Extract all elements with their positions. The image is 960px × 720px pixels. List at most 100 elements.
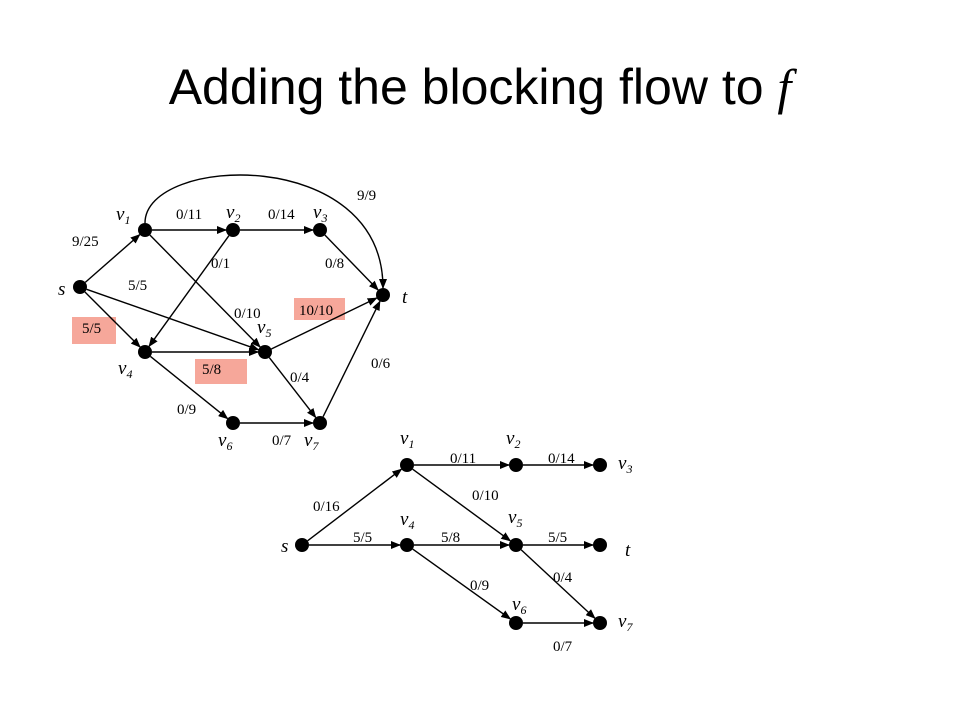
- g1-node-label-sub-v7: 7: [312, 439, 319, 453]
- g1-node-s: [73, 280, 87, 294]
- g1-edge-s-v1: [84, 233, 141, 283]
- g2-node-label-base-t: t: [625, 540, 631, 561]
- g1-node-label-v1: v1: [116, 204, 130, 227]
- g2-edge-label-v6-v7: 0/7: [553, 639, 573, 655]
- g2-node-label-base-v3: v: [618, 453, 627, 474]
- g1-node-label-base-v5: v: [257, 317, 266, 338]
- g2-node-s: [295, 538, 309, 552]
- g2-node-label-sub-v2: 2: [514, 437, 520, 451]
- slide-title-flow-symbol: f: [777, 59, 792, 115]
- g1-node-label-t: t: [402, 287, 408, 308]
- g2-node-label-base-v2: v: [506, 428, 515, 449]
- g1-edge-s-v4: [84, 291, 141, 348]
- g1-edge-v3-t: [324, 234, 379, 291]
- g1-node-label-sub-v3: 3: [320, 211, 327, 225]
- g2-node-label-t: t: [625, 540, 631, 561]
- g2-node-label-base-v4: v: [400, 509, 409, 530]
- g1-node-label-base-v4: v: [118, 358, 127, 379]
- g1-edge-label-v2-v3: 0/14: [268, 207, 295, 223]
- g1-edge-label-v4-v6: 0/9: [177, 402, 196, 418]
- g1-edge-highlight-s-v4: [72, 317, 116, 344]
- g2-node-label-base-v5: v: [508, 507, 517, 528]
- g1-node-v5: [258, 345, 272, 359]
- g2-node-v2: [509, 458, 523, 472]
- g1-edge-label-v1-v5: 0/10: [234, 306, 261, 322]
- g2-node-label-s: s: [281, 536, 288, 557]
- g2-node-label-sub-v5: 5: [516, 516, 522, 530]
- g1-edge-label-v7-t: 0/6: [371, 356, 391, 372]
- g2-node-label-v4: v4: [400, 509, 414, 532]
- g1-node-label-base-v2: v: [226, 202, 235, 223]
- g2-edge-label-v2-v3: 0/14: [548, 451, 575, 467]
- g2-node-label-sub-v7: 7: [626, 620, 633, 634]
- g2-edge-label-v4-v6: 0/9: [470, 578, 489, 594]
- g2-node-label-base-v7: v: [618, 611, 627, 632]
- g1-edge-label-v4-v5: 5/8: [202, 362, 221, 378]
- g2-node-v3: [593, 458, 607, 472]
- g1-edge-label-s-v5: 5/5: [128, 278, 147, 294]
- g2-edge-label-v5-t: 5/5: [548, 530, 567, 546]
- g2-node-label-v2: v2: [506, 428, 520, 451]
- g1-node-label-sub-v5: 5: [265, 326, 271, 340]
- g2-node-label-v3: v3: [618, 453, 632, 476]
- g1-edge-highlight-v4-v5: [195, 359, 247, 384]
- g1-edge-v1-v5: [149, 234, 261, 348]
- g2-edge-label-v5-v7: 0/4: [553, 570, 573, 586]
- g2-edge-label-v4-v5: 5/8: [441, 530, 460, 546]
- g1-node-label-sub-v1: 1: [124, 213, 130, 227]
- g1-node-label-sub-v6: 6: [226, 439, 232, 453]
- g1-edge-label-s-v4: 5/5: [82, 321, 101, 337]
- g1-edge-v7-t: [322, 300, 381, 418]
- g1-edge-v2-v4: [148, 235, 230, 348]
- g2-edge-label-v1-v2: 0/11: [450, 451, 476, 467]
- g2-node-label-v7: v7: [618, 611, 633, 634]
- g2-node-v5: [509, 538, 523, 552]
- g2-node-v7: [593, 616, 607, 630]
- g2-edge-v5-v7: [520, 549, 596, 619]
- g2-node-label-base-v6: v: [512, 594, 521, 615]
- g1-node-v6: [226, 416, 240, 430]
- g2-edge-label-v1-v5: 0/10: [472, 488, 499, 504]
- slide-title: Adding the blocking flow to f: [0, 58, 960, 116]
- g1-edge-label-s-v1: 9/25: [72, 234, 99, 250]
- g2-node-label-v6: v6: [512, 594, 526, 617]
- g1-edge-highlight-v5-t: [294, 298, 345, 320]
- g2-edge-label-s-v1: 0/16: [313, 499, 340, 515]
- g1-node-label-s: s: [58, 279, 65, 300]
- g1-edge-label-v3-t: 0/8: [325, 256, 344, 272]
- g1-node-label-sub-v2: 2: [234, 211, 240, 225]
- g2-node-label-v5: v5: [508, 507, 522, 530]
- g1-node-v4: [138, 345, 152, 359]
- g2-edge-v1-v5: [412, 468, 512, 542]
- g2-edge-v4-v6: [412, 548, 512, 620]
- g1-node-v3: [313, 223, 327, 237]
- g2-node-label-sub-v4: 4: [408, 518, 414, 532]
- g1-node-v7: [313, 416, 327, 430]
- g2-node-t: [593, 538, 607, 552]
- g1-node-label-v3: v3: [313, 202, 327, 225]
- g2-edge-label-s-v4: 5/5: [353, 530, 372, 546]
- g2-edge-s-v1: [307, 468, 403, 542]
- g1-edge-label-v2-v4: 0/1: [211, 256, 230, 272]
- g2-node-label-v1: v1: [400, 428, 414, 451]
- g1-node-label-base-t: t: [402, 287, 408, 308]
- g1-edge-label-v5-v7: 0/4: [290, 370, 310, 386]
- g1-edge-s-v5: [86, 288, 260, 351]
- g2-node-label-sub-v3: 3: [625, 462, 632, 476]
- g1-node-label-v4: v4: [118, 358, 132, 381]
- g1-node-label-base-v7: v: [304, 430, 313, 451]
- g1-node-label-base-v3: v: [313, 202, 322, 223]
- g2-node-v6: [509, 616, 523, 630]
- g1-node-label-base-s: s: [58, 279, 65, 300]
- g1-node-label-base-v6: v: [218, 430, 227, 451]
- g1-edge-v4-v6: [150, 355, 229, 420]
- slide-title-text: Adding the blocking flow to: [168, 59, 778, 115]
- g2-node-label-sub-v1: 1: [408, 437, 414, 451]
- g1-edge-v5-t: [270, 297, 378, 350]
- g2-node-label-base-s: s: [281, 536, 288, 557]
- g1-edge-v5-v7: [268, 357, 317, 419]
- g1-node-label-v2: v2: [226, 202, 240, 225]
- g1-node-v1: [138, 223, 152, 237]
- g1-edge-v1-t: [144, 174, 387, 289]
